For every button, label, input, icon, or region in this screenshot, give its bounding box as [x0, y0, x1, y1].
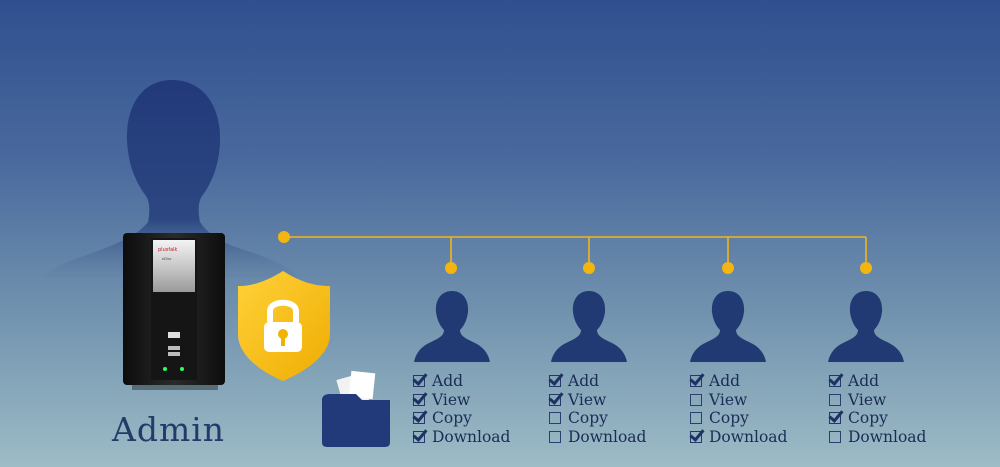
permission-label: Copy: [848, 409, 888, 428]
permission-item: Download: [690, 428, 787, 447]
connection-nodes: [278, 231, 872, 274]
user-avatar-icon: [551, 291, 627, 362]
permission-checkbox[interactable]: [690, 393, 702, 406]
permission-label: Download: [848, 428, 927, 447]
device-model: eDisc: [162, 257, 172, 261]
permission-label: Add: [709, 372, 741, 391]
permission-item: Add: [690, 372, 787, 391]
permission-label: Copy: [568, 409, 608, 428]
permission-label: Download: [709, 428, 788, 447]
permission-item: Copy: [829, 409, 926, 428]
permission-label: Add: [568, 372, 600, 391]
permission-item: View: [690, 391, 787, 410]
permission-item: View: [549, 391, 646, 410]
permission-checkbox[interactable]: [549, 375, 561, 388]
permission-checkbox[interactable]: [413, 412, 425, 425]
admin-label: Admin: [112, 410, 226, 449]
device-brand: plusfalk: [158, 247, 178, 253]
security-shield-icon: [238, 271, 330, 381]
permission-checkbox[interactable]: [829, 393, 841, 406]
permission-checkbox[interactable]: [829, 431, 841, 444]
user-avatar-icon: [828, 291, 904, 362]
user-permissions-4: Add View Copy Download: [829, 372, 926, 446]
permission-checkbox[interactable]: [690, 412, 702, 425]
permission-item: View: [829, 391, 926, 410]
permission-checkbox[interactable]: [549, 393, 561, 406]
permission-label: View: [709, 390, 748, 409]
permission-checkbox[interactable]: [413, 431, 425, 444]
permission-label: View: [568, 390, 607, 409]
folder-icon: [322, 370, 390, 447]
permission-item: Download: [549, 428, 646, 447]
permission-label: Copy: [709, 409, 749, 428]
permission-item: Copy: [690, 409, 787, 428]
permission-checkbox[interactable]: [413, 375, 425, 388]
permission-item: Copy: [549, 409, 646, 428]
permission-item: Add: [549, 372, 646, 391]
user-permissions-3: Add View Copy Download: [690, 372, 787, 446]
permission-label: Copy: [432, 409, 472, 428]
permission-item: View: [413, 391, 510, 410]
permission-item: Add: [413, 372, 510, 391]
permission-checkbox[interactable]: [829, 412, 841, 425]
user-avatar-icon: [414, 291, 490, 362]
permission-label: Add: [432, 372, 464, 391]
user-permissions-1: Add View Copy Download: [413, 372, 510, 446]
permission-checkbox[interactable]: [549, 412, 561, 425]
permission-checkbox[interactable]: [690, 375, 702, 388]
permission-item: Download: [413, 428, 510, 447]
permission-label: Download: [568, 428, 647, 447]
permission-label: Download: [432, 428, 511, 447]
user-permissions-2: Add View Copy Download: [549, 372, 646, 446]
permission-label: Add: [848, 372, 880, 391]
permission-label: View: [432, 390, 471, 409]
nas-device-icon: plusfalk eDisc: [123, 233, 225, 390]
admin-avatar-icon: [44, 80, 300, 278]
permission-item: Download: [829, 428, 926, 447]
permission-item: Copy: [413, 409, 510, 428]
user-avatar-icon: [690, 291, 766, 362]
permission-item: Add: [829, 372, 926, 391]
permission-label: View: [848, 390, 887, 409]
permission-checkbox[interactable]: [829, 375, 841, 388]
permission-checkbox[interactable]: [690, 431, 702, 444]
permission-checkbox[interactable]: [413, 393, 425, 406]
permission-checkbox[interactable]: [549, 431, 561, 444]
connection-lines: [284, 236, 867, 268]
